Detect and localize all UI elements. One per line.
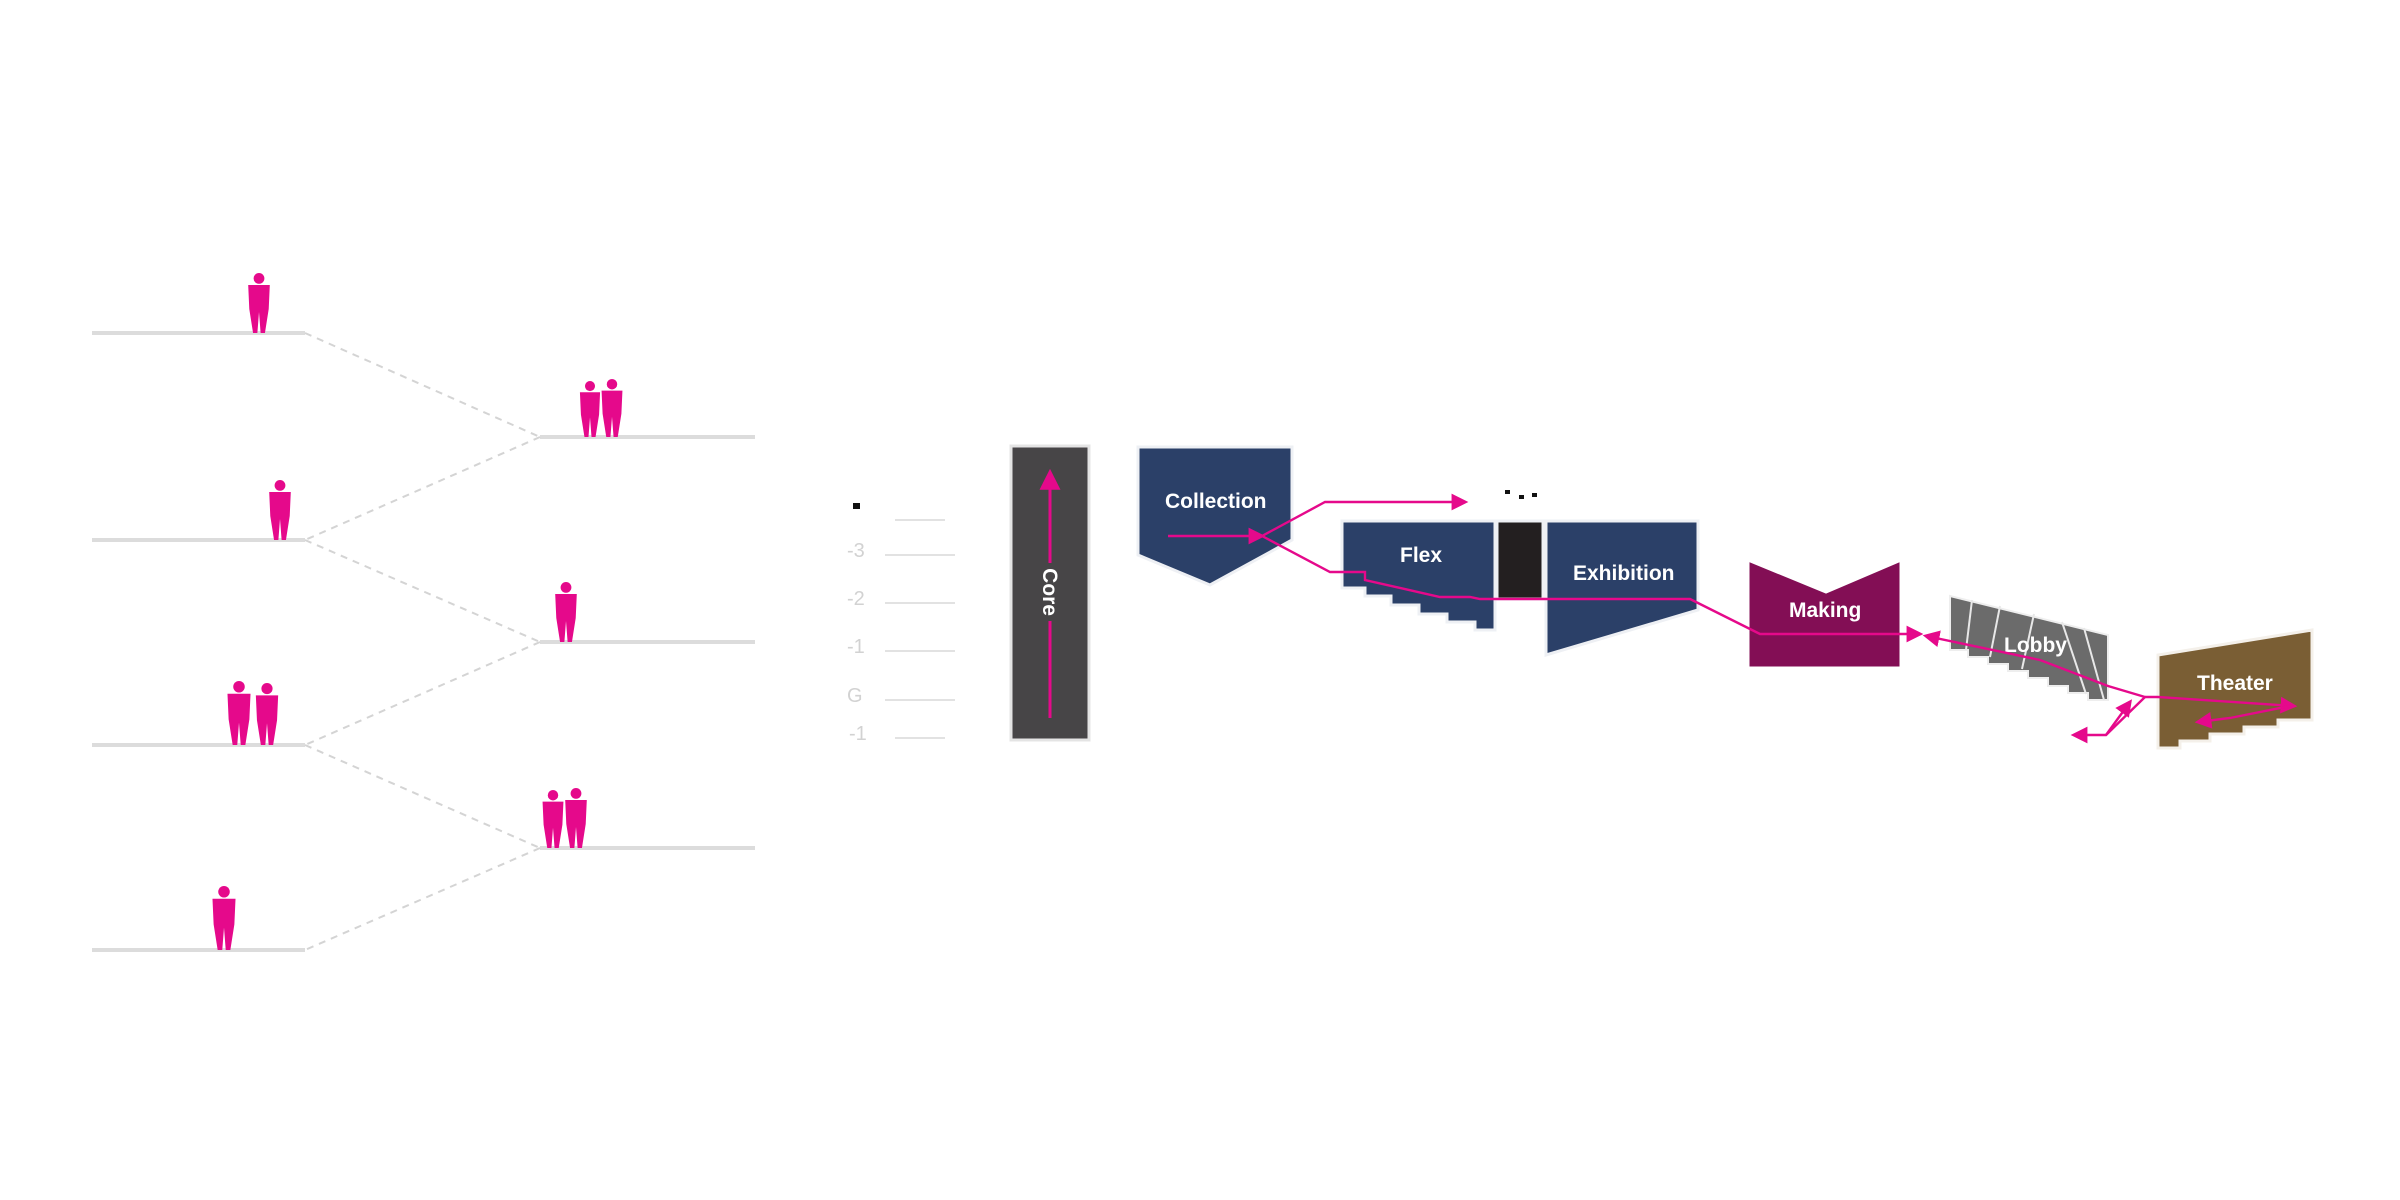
circulation-paths	[1168, 493, 2298, 744]
person-head	[547, 790, 559, 801]
person-body	[212, 898, 236, 950]
rooms: Collection Flex Exhibition Making	[1136, 445, 2314, 750]
level-marker: -	[853, 503, 945, 521]
people-figures	[212, 273, 623, 950]
lobby-shape	[1949, 594, 2109, 701]
lobby-hatching	[1965, 599, 2105, 701]
person-body	[555, 594, 577, 642]
person-head	[261, 683, 273, 695]
person-body	[227, 693, 251, 745]
core-block: Core	[1009, 444, 1091, 742]
ramp-6	[304, 847, 541, 951]
person-body	[248, 285, 270, 333]
flex-label: Flex	[1400, 544, 1442, 567]
ramp-3	[304, 539, 541, 643]
person-figure	[555, 582, 577, 642]
making-lobby-path	[1922, 630, 2146, 699]
lobby-theater-path	[2145, 695, 2298, 714]
person-head	[606, 379, 618, 390]
level-marker: -1	[849, 723, 945, 745]
person-body	[269, 492, 291, 540]
theater-label: Theater	[2197, 672, 2273, 695]
exhibition-shape	[1544, 519, 1700, 658]
connector-block	[1495, 490, 1545, 601]
person-figure	[579, 381, 601, 437]
flex-shape	[1340, 519, 1497, 632]
connector-dot	[1519, 495, 1524, 499]
person-head	[274, 480, 286, 491]
room-making: Making	[1746, 557, 1903, 670]
ramp-2	[304, 436, 541, 541]
exhibition-label: Exhibition	[1573, 562, 1675, 585]
person-head	[560, 582, 572, 593]
collection-shape	[1136, 445, 1294, 587]
level-label: -1	[847, 636, 865, 658]
main-circulation-path	[1261, 534, 1924, 643]
person-body	[579, 392, 601, 437]
lobby-hatch-line	[2021, 613, 2035, 670]
person-figure	[542, 790, 564, 848]
level-marker: -3	[847, 540, 955, 562]
room-collection: Collection	[1136, 445, 1294, 587]
level-label: -2	[847, 588, 865, 610]
person-figure	[248, 273, 270, 333]
room-exhibition: Exhibition	[1544, 519, 1700, 658]
person-body	[565, 800, 587, 848]
connector-dot	[1505, 490, 1510, 494]
person-figure	[212, 886, 236, 950]
person-body	[601, 390, 623, 437]
level-marker: G	[847, 685, 955, 707]
level-marker: -1	[847, 636, 955, 658]
section-diagram	[92, 273, 755, 952]
level-label: G	[847, 685, 863, 707]
person-figure	[565, 788, 587, 848]
person-head	[584, 381, 596, 392]
theater-internal-path	[2194, 704, 2291, 729]
lobby-hatch-line	[1965, 599, 1973, 651]
person-figure	[227, 681, 251, 745]
ramp-5	[304, 744, 541, 849]
collection-label: Collection	[1165, 490, 1267, 513]
person-body	[542, 801, 564, 848]
ramp-4	[304, 641, 541, 746]
level-marker: -2	[847, 588, 955, 610]
collection-to-connector-arrow	[1261, 493, 1469, 538]
room-lobby: Lobby	[1949, 594, 2109, 701]
person-head	[570, 788, 582, 799]
core-label: Core	[1038, 568, 1061, 616]
level-markers: - -3 -2 -1 G -1	[847, 503, 955, 745]
lobby-label: Lobby	[2004, 634, 2067, 657]
connector-shape	[1495, 519, 1545, 601]
making-shape	[1746, 557, 1903, 670]
person-figure	[601, 379, 623, 437]
making-label: Making	[1789, 599, 1861, 622]
level-label: -1	[849, 723, 867, 745]
lobby-hatch-line	[1989, 605, 2001, 658]
ramp-1	[304, 332, 541, 438]
person-body	[255, 695, 279, 745]
level-marker-tick	[853, 503, 860, 509]
room-theater: Theater	[2156, 628, 2314, 750]
person-head	[218, 886, 230, 898]
exit-path-up	[2105, 699, 2132, 736]
person-head	[233, 681, 245, 693]
core-label-bg	[1038, 563, 1062, 621]
person-figure	[255, 683, 279, 745]
lobby-hatch-line	[2083, 627, 2105, 701]
person-head	[253, 273, 265, 284]
platforms	[92, 331, 755, 952]
person-figure	[269, 480, 291, 540]
connector-dot	[1532, 493, 1537, 497]
ramps	[304, 332, 541, 951]
level-label: -3	[847, 540, 865, 562]
lobby-hatch-line	[2061, 621, 2087, 695]
room-flex: Flex	[1340, 519, 1497, 632]
